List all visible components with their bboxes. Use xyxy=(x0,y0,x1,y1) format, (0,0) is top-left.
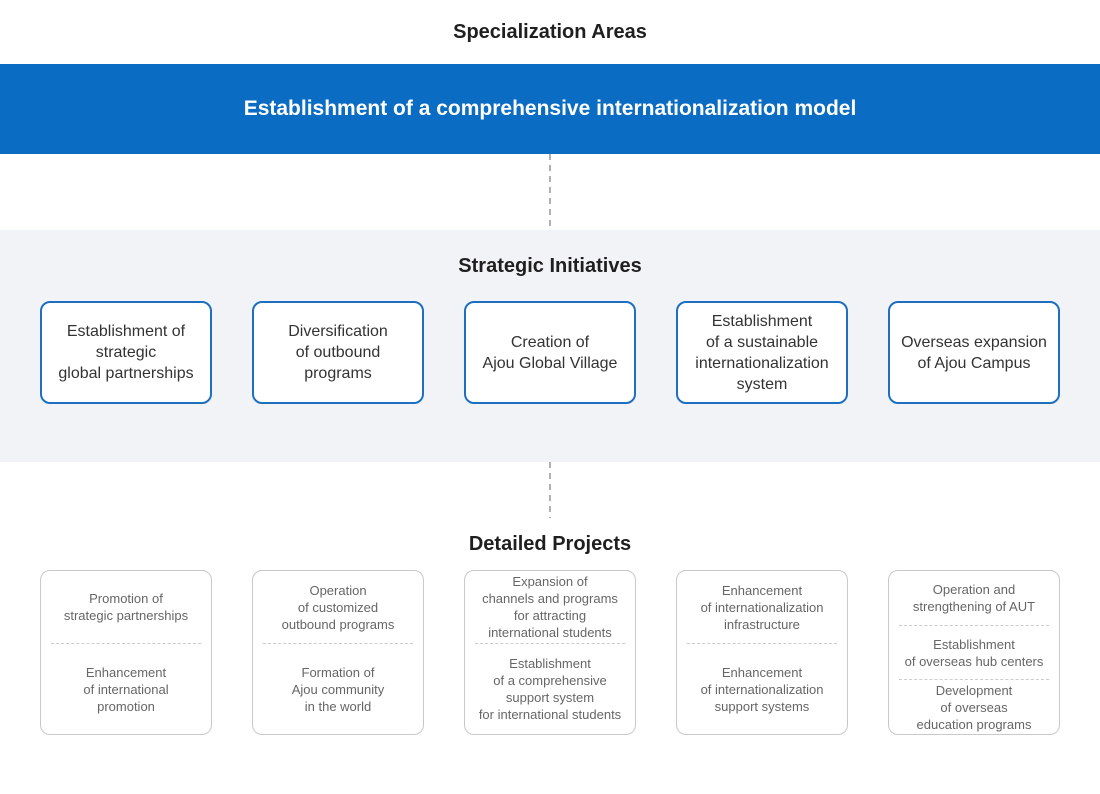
detailed-item: Enhancement of international promotion xyxy=(41,644,211,734)
detailed-projects-title-area: Detailed Projects xyxy=(0,518,1100,570)
page-title: Specialization Areas xyxy=(453,20,647,43)
strategic-box-label: Establishment of strategic global partne… xyxy=(58,323,194,382)
detailed-box-outbound: Operation of customized outbound program… xyxy=(252,570,424,735)
detailed-item-label: Operation and strengthening of AUT xyxy=(912,581,1036,614)
diagram-page: Specialization Areas Establishment of a … xyxy=(0,0,1100,735)
strategic-initiatives-section: Strategic Initiatives Establishment of s… xyxy=(0,230,1100,462)
dashed-connector-top xyxy=(549,154,551,230)
strategic-box-outbound-programs: Diversification of outbound programs xyxy=(252,301,424,404)
strategic-box-label: Overseas expansion of Ajou Campus xyxy=(901,333,1047,372)
detailed-item: Operation of customized outbound program… xyxy=(253,571,423,643)
detailed-item-label: Promotion of strategic partnerships xyxy=(63,591,189,623)
dashed-divider xyxy=(475,643,625,644)
strategic-box-sustainable-system: Establishment of a sustainable internati… xyxy=(676,301,848,404)
detailed-box-partnerships: Promotion of strategic partnerships Enha… xyxy=(40,570,212,735)
detailed-box-overseas: Operation and strengthening of AUT Estab… xyxy=(888,570,1060,735)
detailed-item: Formation of Ajou community in the world xyxy=(253,644,423,734)
detailed-projects-title: Detailed Projects xyxy=(468,533,632,555)
dashed-divider xyxy=(51,643,201,644)
strategic-boxes-row: Establishment of strategic global partne… xyxy=(0,301,1100,404)
detailed-item: Establishment of overseas hub centers xyxy=(889,626,1059,680)
internationalization-model-banner: Establishment of a comprehensive interna… xyxy=(0,64,1100,154)
detailed-item: Development of overseas education progra… xyxy=(889,680,1059,734)
detailed-boxes-row: Promotion of strategic partnerships Enha… xyxy=(0,570,1100,735)
detailed-item-label: Expansion of channels and programs for a… xyxy=(482,574,618,640)
detailed-item: Expansion of channels and programs for a… xyxy=(465,571,635,643)
detailed-item-label: Enhancement of internationalization supp… xyxy=(700,664,824,714)
detailed-item-label: Development of overseas education progra… xyxy=(916,682,1032,732)
detailed-item: Establishment of a comprehensive support… xyxy=(465,644,635,734)
dashed-divider xyxy=(687,643,837,644)
detailed-item: Enhancement of internationalization supp… xyxy=(677,644,847,734)
detailed-item: Promotion of strategic partnerships xyxy=(41,571,211,643)
detailed-item-label: Enhancement of internationalization infr… xyxy=(700,582,824,632)
detailed-item-label: Enhancement of international promotion xyxy=(83,664,169,714)
banner-label: Establishment of a comprehensive interna… xyxy=(243,97,857,120)
strategic-box-global-village: Creation of Ajou Global Village xyxy=(464,301,636,404)
detailed-item-label: Establishment of overseas hub centers xyxy=(904,636,1044,669)
strategic-box-label: Diversification of outbound programs xyxy=(288,323,388,382)
dashed-divider xyxy=(263,643,413,644)
dashed-divider xyxy=(899,624,1049,626)
detailed-item: Operation and strengthening of AUT xyxy=(889,571,1059,625)
strategic-box-global-partnerships: Establishment of strategic global partne… xyxy=(40,301,212,404)
detailed-item: Enhancement of internationalization infr… xyxy=(677,571,847,643)
detailed-item-label: Formation of Ajou community in the world xyxy=(291,664,385,714)
strategic-box-overseas-expansion: Overseas expansion of Ajou Campus xyxy=(888,301,1060,404)
detailed-box-international-students: Expansion of channels and programs for a… xyxy=(464,570,636,735)
strategic-initiatives-title: Strategic Initiatives xyxy=(458,255,642,277)
detailed-item-label: Establishment of a comprehensive support… xyxy=(478,656,622,722)
strategic-box-label: Establishment of a sustainable internati… xyxy=(695,312,829,393)
detailed-box-infrastructure: Enhancement of internationalization infr… xyxy=(676,570,848,735)
dashed-connector-bottom xyxy=(549,462,551,518)
dashed-divider xyxy=(899,679,1049,681)
strategic-box-label: Creation of Ajou Global Village xyxy=(482,333,618,372)
page-title-area: Specialization Areas xyxy=(0,0,1100,64)
detailed-item-label: Operation of customized outbound program… xyxy=(281,582,395,632)
